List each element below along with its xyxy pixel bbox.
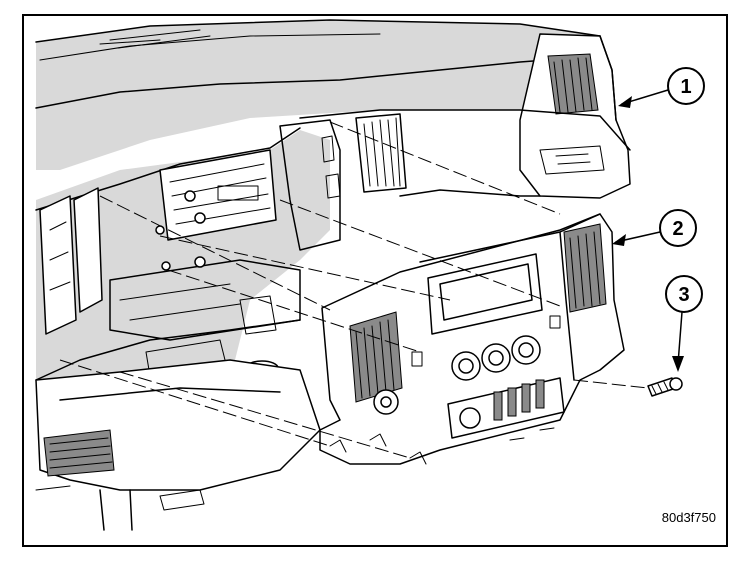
callout-2: 2 (612, 209, 697, 247)
lower-cover (35, 359, 321, 531)
center-bezel (319, 213, 625, 465)
instrument-panel-upper (35, 19, 631, 199)
callout-2-number: 2 (672, 218, 683, 240)
callout-1: 1 (618, 67, 705, 108)
figure-code: 80d3f750 (662, 510, 716, 525)
screw (647, 377, 683, 397)
alignment-lines (59, 121, 649, 459)
callout-3: 3 (665, 275, 703, 372)
callout-3-number: 3 (678, 284, 689, 306)
callout-1-number: 1 (680, 76, 691, 98)
